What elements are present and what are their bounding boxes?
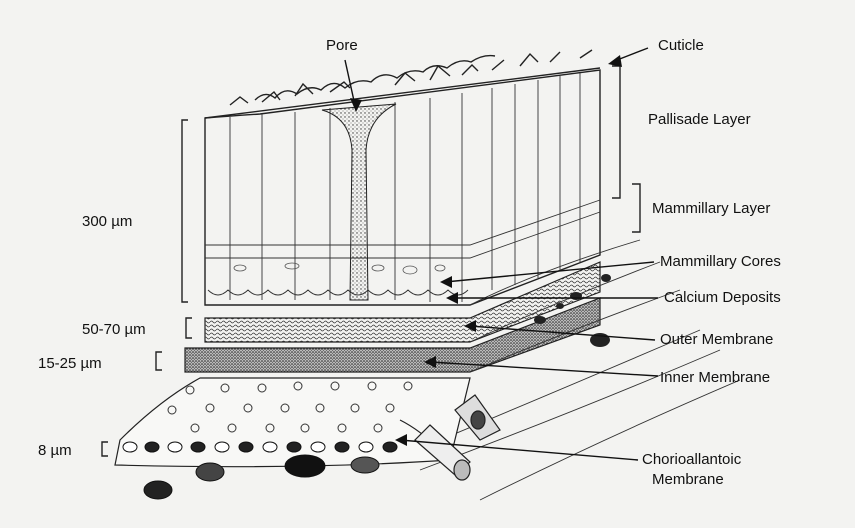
dimension-50-70-um: 50-70 µm (82, 321, 146, 338)
label-mammillary-layer: Mammillary Layer (652, 200, 770, 217)
pore-canal (322, 104, 396, 300)
label-pore: Pore (326, 37, 358, 54)
label-membrane: Membrane (652, 471, 724, 488)
label-chorioallantoic: Chorioallantoic (642, 451, 742, 468)
label-pallisade-layer: Pallisade Layer (648, 111, 751, 128)
label-calcium-deposits: Calcium Deposits (664, 289, 781, 306)
pallisade-block (205, 70, 600, 305)
dimension-8-um: 8 µm (38, 442, 72, 459)
label-outer-membrane: Outer Membrane (660, 331, 773, 348)
cuticle-network (205, 50, 600, 118)
dimension-15-25-um: 15-25 µm (38, 355, 102, 372)
label-cuticle: Cuticle (658, 37, 704, 54)
right-brackets (612, 66, 640, 232)
chorioallantoic-region (115, 378, 470, 467)
label-mammillary-cores: Mammillary Cores (660, 253, 781, 270)
label-inner-membrane: Inner Membrane (660, 369, 770, 386)
dimension-300-um: 300 µm (82, 213, 132, 230)
